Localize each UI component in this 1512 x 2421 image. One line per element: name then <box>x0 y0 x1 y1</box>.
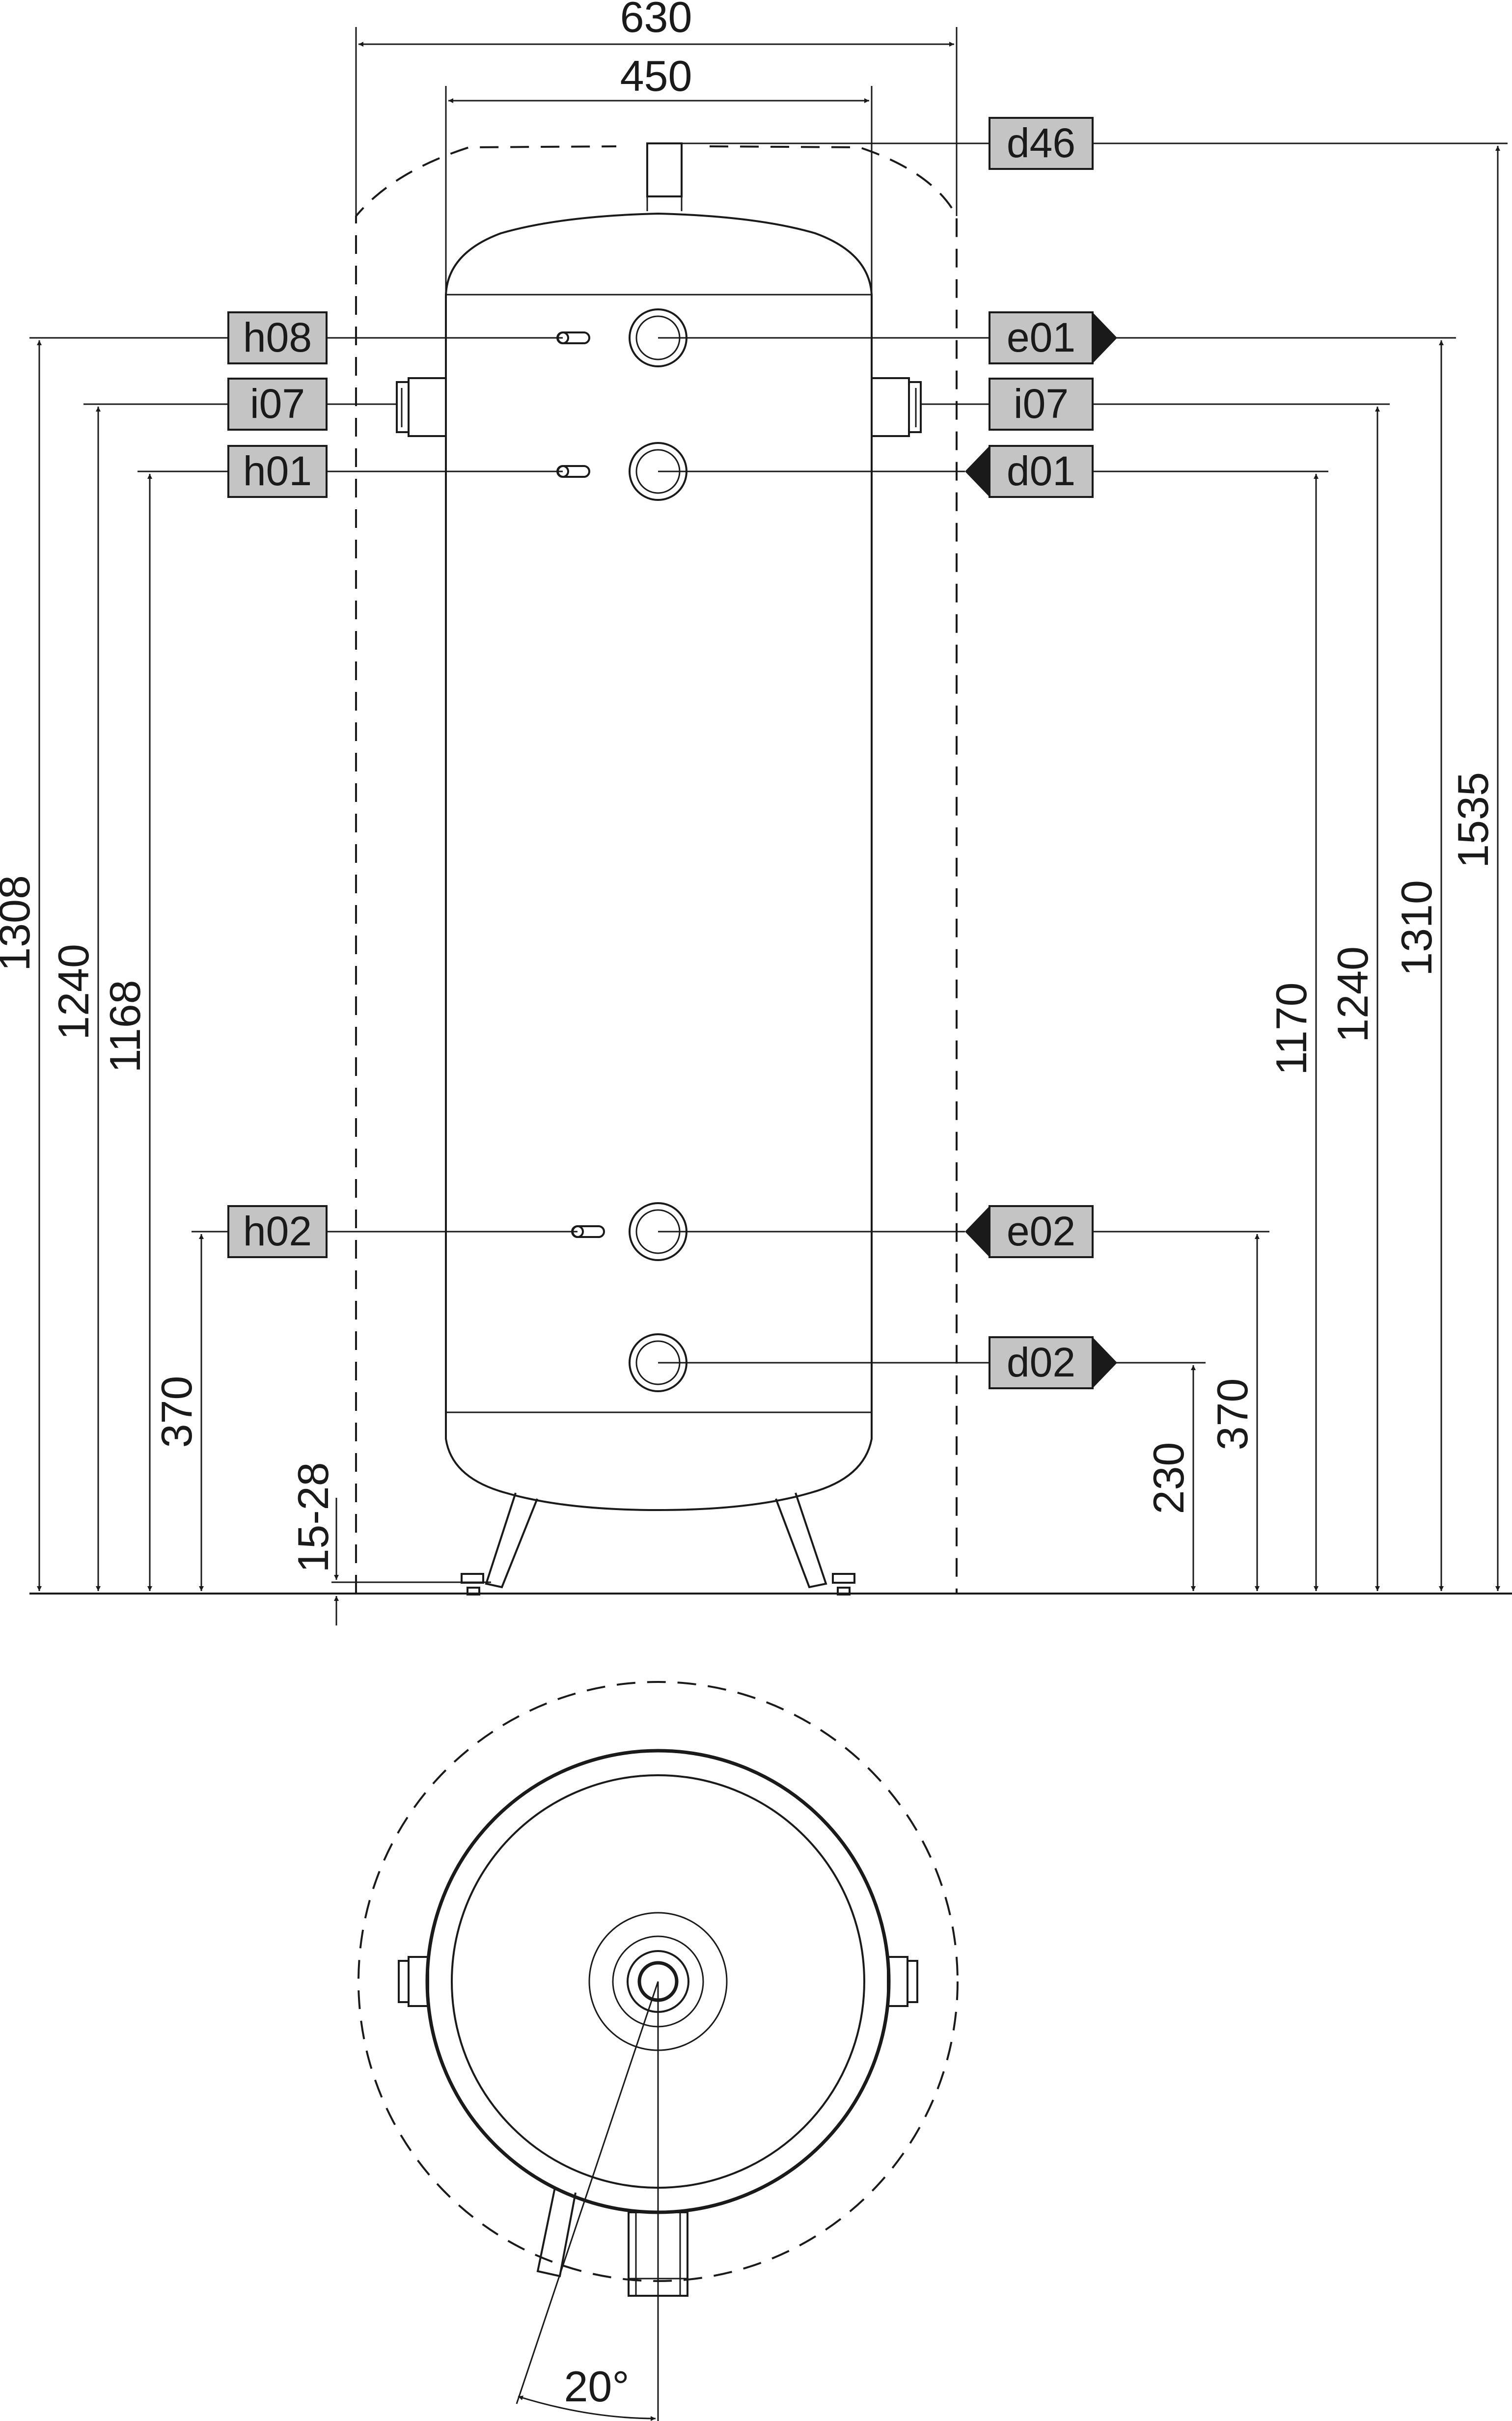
tag-h08: h08 <box>227 311 328 364</box>
side-connection-left <box>396 377 447 437</box>
dim-1240: 1240 <box>49 944 98 1040</box>
dim-370-left: 370 <box>152 1376 201 1448</box>
tag-h01: h01 <box>227 445 328 498</box>
top-connection-d46 <box>646 142 683 197</box>
inlet-arrow-icon <box>965 1206 990 1257</box>
dim-1168: 1168 <box>101 980 149 1073</box>
svg-text:h01: h01 <box>243 448 312 494</box>
svg-text:d46: d46 <box>1007 120 1075 166</box>
dim-1535: 1535 <box>1449 772 1497 868</box>
tag-e02: e02 <box>965 1205 1094 1258</box>
top-side-connection-left <box>398 1956 429 2007</box>
tag-d02: d02 <box>989 1336 1117 1389</box>
dim-1240-right: 1240 <box>1328 946 1377 1043</box>
svg-text:h08: h08 <box>243 314 312 360</box>
dim-foot-adjust: 15-28 <box>289 1462 337 1572</box>
legs <box>461 1492 855 1596</box>
svg-text:d01: d01 <box>1007 448 1075 494</box>
tag-d01: d01 <box>965 445 1094 498</box>
svg-text:e01: e01 <box>1007 314 1075 360</box>
svg-text:e02: e02 <box>1007 1208 1075 1254</box>
outlet-arrow-icon <box>1093 1337 1117 1388</box>
tag-d46: d46 <box>989 117 1094 170</box>
svg-text:h02: h02 <box>243 1208 312 1254</box>
dim-1308: 1308 <box>0 875 39 971</box>
front-view: 630 450 <box>0 0 1512 1625</box>
top-view: 20° <box>357 1681 959 2421</box>
tank-shell <box>445 212 873 1512</box>
dim-450: 450 <box>620 52 692 100</box>
width-dimensions: 630 450 <box>355 0 958 295</box>
svg-text:d02: d02 <box>1007 1339 1075 1385</box>
outlet-arrow-icon <box>1093 312 1117 363</box>
angled-leg <box>536 2187 577 2278</box>
tag-i07-left: i07 <box>227 378 328 431</box>
svg-text:i07: i07 <box>1014 381 1069 427</box>
connection-leaders <box>29 142 1508 1364</box>
inlet-arrow-icon <box>965 446 990 497</box>
height-dimensions-left: 1308 1240 1168 370 15-28 <box>0 340 339 1625</box>
tag-h02: h02 <box>227 1205 328 1258</box>
dim-370-right: 370 <box>1208 1378 1257 1451</box>
svg-text:i07: i07 <box>250 381 305 427</box>
tag-i07-right: i07 <box>989 378 1094 431</box>
dim-230: 230 <box>1144 1442 1193 1514</box>
side-connection-right <box>871 377 922 437</box>
tag-e01: e01 <box>989 311 1117 364</box>
dim-630: 630 <box>620 0 692 41</box>
height-dimensions-right: 230 370 1170 1240 1310 1535 <box>1144 146 1500 1591</box>
top-side-connection-right <box>887 1956 918 2007</box>
dim-1310: 1310 <box>1392 880 1441 976</box>
angle-label: 20° <box>564 2362 629 2411</box>
dim-1170: 1170 <box>1267 982 1316 1075</box>
